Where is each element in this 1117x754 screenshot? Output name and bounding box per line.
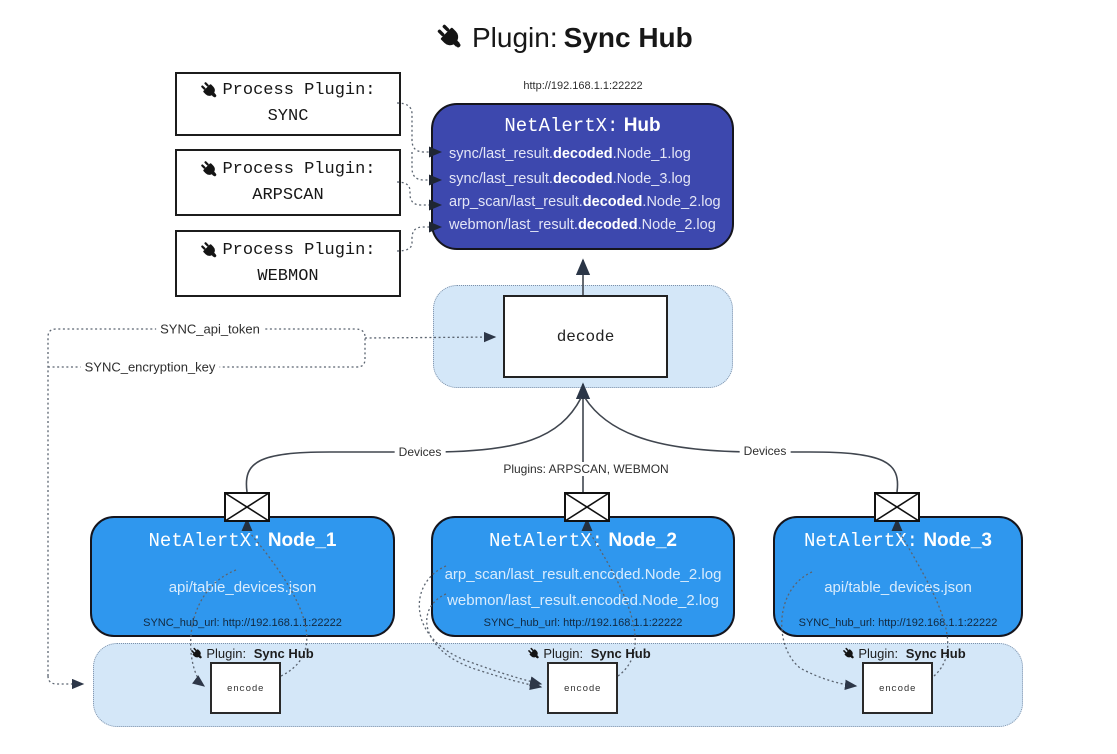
process-plugin-label: Process Plugin: bbox=[222, 240, 376, 260]
envelope-icon bbox=[874, 492, 920, 522]
node-hub-url: SYNC_hub_url: http://192.168.1.1:22222 bbox=[483, 617, 683, 629]
node-hub-url: SYNC_hub_url: http://192.168.1.1:22222 bbox=[798, 617, 998, 629]
process-plugin-name: ARPSCAN bbox=[252, 185, 324, 205]
devices-label-right: Devices bbox=[739, 444, 791, 458]
process-plugin-name: WEBMON bbox=[257, 266, 319, 286]
node-file: api/table_devices.json bbox=[168, 579, 317, 596]
hub-title-name: Hub bbox=[623, 115, 661, 136]
hub-url-label: http://192.168.1.1:22222 bbox=[523, 80, 643, 92]
plug-icon bbox=[200, 81, 220, 101]
edge-arpscan-to-hub bbox=[396, 181, 429, 206]
node-hub-url: SYNC_hub_url: http://192.168.1.1:22222 bbox=[143, 617, 342, 629]
plug-icon bbox=[527, 647, 541, 661]
edge-sync-to-hub-2 bbox=[411, 152, 429, 181]
encode-box: encode bbox=[862, 662, 933, 714]
hub-file-line: webmon/last_result.decoded.Node_2.log bbox=[449, 217, 716, 233]
node-file: arp_scan/last_result.encoded.Node_2.log bbox=[444, 566, 722, 583]
plugins-edge-label: Plugins: ARPSCAN, WEBMON bbox=[499, 462, 673, 476]
plug-icon bbox=[200, 241, 220, 261]
encode-plugin-label: Plugin: Sync Hub bbox=[190, 646, 314, 661]
encode-box: encode bbox=[210, 662, 281, 714]
edge-webmon-to-hub bbox=[396, 226, 429, 252]
hub-title-prefix: NetAlertX: bbox=[504, 115, 619, 137]
plug-icon bbox=[842, 647, 856, 661]
decode-box: decode bbox=[503, 295, 668, 378]
envelope-icon bbox=[224, 492, 270, 522]
hub-file-line: sync/last_result.decoded.Node_3.log bbox=[449, 170, 691, 187]
page-title-prefix: Plugin: bbox=[472, 22, 558, 53]
hub-file-line: arp_scan/last_result.decoded.Node_2.log bbox=[449, 194, 721, 210]
hub-title: NetAlertX: Hub bbox=[433, 115, 732, 137]
node-box-node3: NetAlertX: Node_3 api/table_devices.json… bbox=[773, 516, 1023, 637]
edge-key-to-encode-panel bbox=[47, 675, 85, 690]
hub-file-list: sync/last_result.decoded.Node_1.log sync… bbox=[433, 142, 732, 236]
page-title: Plugin: Sync Hub bbox=[436, 16, 756, 60]
node-title: NetAlertX: Node_2 bbox=[489, 530, 677, 552]
node-file-list: api/table_devices.json bbox=[92, 562, 393, 613]
process-plugin-label: Process Plugin: bbox=[222, 81, 376, 100]
envelope-icon bbox=[564, 492, 610, 522]
sync-api-token-label: SYNC_api_token bbox=[156, 321, 264, 337]
process-plugin-box-webmon: Process Plugin: WEBMON bbox=[175, 230, 401, 297]
page-title-name: Sync Hub bbox=[563, 22, 693, 53]
node-box-node2: NetAlertX: Node_2 arp_scan/last_result.e… bbox=[431, 516, 735, 637]
node-title: NetAlertX: Node_1 bbox=[148, 530, 337, 552]
plug-icon bbox=[436, 23, 466, 53]
encode-box: encode bbox=[547, 662, 618, 714]
sync-encryption-key-label: SYNC_encryption_key bbox=[80, 359, 220, 375]
hub-file-line: sync/last_result.decoded.Node_1.log bbox=[449, 146, 691, 162]
node-title: NetAlertX: Node_3 bbox=[804, 530, 992, 552]
process-plugin-label: Process Plugin: bbox=[222, 159, 376, 179]
devices-label-left: Devices bbox=[394, 445, 446, 459]
process-plugin-box-arpscan: Process Plugin: ARPSCAN bbox=[175, 149, 401, 216]
encode-plugin-label: Plugin: Sync Hub bbox=[842, 646, 966, 661]
edge-sync-to-hub-1 bbox=[396, 102, 429, 153]
node-file: api/table_devices.json bbox=[824, 579, 972, 596]
hub-box: NetAlertX: Hub sync/last_result.decoded.… bbox=[431, 103, 734, 250]
plug-icon bbox=[190, 647, 204, 661]
node-box-node1: NetAlertX: Node_1 api/table_devices.json… bbox=[90, 516, 395, 637]
process-plugin-box-sync: Process Plugin: SYNC bbox=[175, 72, 401, 136]
encode-plugin-label: Plugin: Sync Hub bbox=[527, 646, 651, 661]
plug-icon bbox=[200, 160, 220, 180]
process-plugin-name: SYNC bbox=[267, 107, 309, 126]
node-file-list: api/table_devices.json bbox=[775, 562, 1021, 613]
node-file-list: arp_scan/last_result.encoded.Node_2.log … bbox=[433, 562, 733, 613]
node-file: webmon/last_result.encoded.Node_2.log bbox=[447, 592, 719, 609]
